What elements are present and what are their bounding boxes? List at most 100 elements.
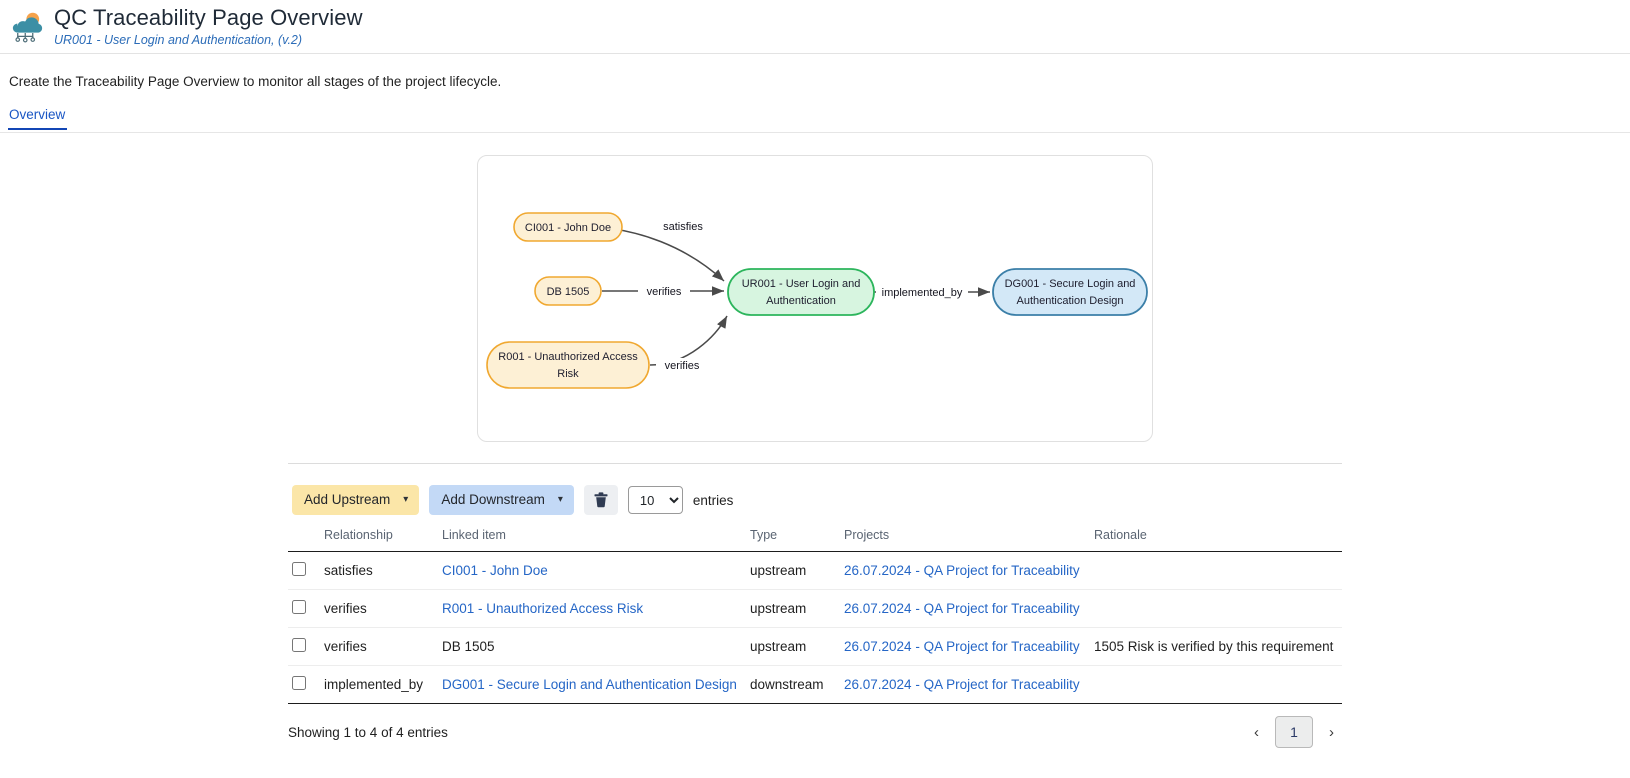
- entries-per-page-select[interactable]: 10 25 50 100: [627, 486, 683, 514]
- edge-r001-ur001: [649, 315, 728, 366]
- diagram-node-db1505[interactable]: DB 1505: [534, 276, 602, 306]
- table-row[interactable]: satisfies CI001 - John Doe upstream 26.0…: [288, 551, 1342, 590]
- diagram-node-ur001-label-line1: UR001 - User Login and: [742, 278, 861, 290]
- cell-project: 26.07.2024 - QA Project for Traceability: [844, 665, 1094, 704]
- linked-item-link[interactable]: CI001 - John Doe: [442, 563, 548, 578]
- linked-item-link[interactable]: R001 - Unauthorized Access Risk: [442, 601, 644, 616]
- diagram-node-dg001-label-line1: DG001 - Secure Login and: [1005, 278, 1136, 290]
- page-description: Create the Traceability Page Overview to…: [9, 74, 502, 89]
- cell-type: upstream: [750, 627, 844, 666]
- traceability-graph-svg[interactable]: satisfies verifies verifies implemented_…: [478, 156, 1154, 443]
- column-header-projects[interactable]: Projects: [844, 524, 1094, 552]
- cell-type: downstream: [750, 665, 844, 704]
- edge-label-bg-satisfies: [655, 219, 711, 234]
- pagination: ‹ 1 ›: [1246, 716, 1342, 748]
- cell-relationship: satisfies: [324, 551, 442, 590]
- edge-label-bg-verifies-db: [638, 284, 690, 299]
- cell-linked-item: CI001 - John Doe: [442, 551, 750, 590]
- diagram-node-r001-label-line2: Risk: [557, 368, 579, 380]
- table-row[interactable]: verifies DB 1505 upstream 26.07.2024 - Q…: [288, 627, 1342, 666]
- trash-icon: [594, 492, 608, 508]
- table-row[interactable]: implemented_by DG001 - Secure Login and …: [288, 665, 1342, 704]
- cell-project: 26.07.2024 - QA Project for Traceability: [844, 551, 1094, 590]
- diagram-node-r001[interactable]: R001 - Unauthorized Access Risk: [486, 341, 650, 389]
- table-toolbar: Add Upstream ▾ Add Downstream ▾ 10 25 50…: [288, 464, 1342, 524]
- project-link[interactable]: 26.07.2024 - QA Project for Traceability: [844, 639, 1080, 654]
- row-select-cell: [288, 627, 324, 666]
- diagram-node-ci001-label: CI001 - John Doe: [525, 222, 611, 234]
- edge-label-verifies-db: verifies: [647, 286, 682, 298]
- pagination-next-button[interactable]: ›: [1321, 721, 1342, 744]
- table-row[interactable]: verifies R001 - Unauthorized Access Risk…: [288, 589, 1342, 628]
- showing-entries-text: Showing 1 to 4 of 4 entries: [288, 724, 448, 740]
- cell-type: upstream: [750, 551, 844, 590]
- row-checkbox[interactable]: [292, 676, 306, 690]
- column-header-select: [288, 524, 324, 552]
- row-select-cell: [288, 551, 324, 590]
- cell-project: 26.07.2024 - QA Project for Traceability: [844, 589, 1094, 628]
- tab-overview[interactable]: Overview: [0, 107, 68, 130]
- cell-rationale: [1094, 589, 1342, 628]
- edge-label-satisfies: satisfies: [663, 221, 703, 233]
- pagination-prev-button[interactable]: ‹: [1246, 721, 1267, 744]
- add-downstream-label: Add Downstream: [441, 492, 545, 507]
- chevron-down-icon: ▾: [403, 494, 409, 505]
- row-select-cell: [288, 665, 324, 704]
- add-downstream-button[interactable]: Add Downstream ▾: [429, 485, 574, 515]
- table-body: satisfies CI001 - John Doe upstream 26.0…: [288, 551, 1342, 704]
- traceability-diagram-card: satisfies verifies verifies implemented_…: [477, 155, 1153, 442]
- table-header: Relationship Linked item Type Projects R…: [288, 524, 1342, 552]
- diagram-node-ur001[interactable]: UR001 - User Login and Authentication: [727, 268, 875, 316]
- edge-label-bg-verifies-r001: [656, 358, 708, 373]
- linked-items-section: Add Upstream ▾ Add Downstream ▾ 10 25 50…: [288, 463, 1342, 748]
- diagram-node-ci001[interactable]: CI001 - John Doe: [513, 212, 623, 242]
- row-checkbox[interactable]: [292, 562, 306, 576]
- diagram-node-r001-label-line1: R001 - Unauthorized Access: [498, 351, 638, 363]
- project-link[interactable]: 26.07.2024 - QA Project for Traceability: [844, 677, 1080, 692]
- edge-label-bg-implemented-by: [876, 285, 968, 300]
- column-header-relationship[interactable]: Relationship: [324, 524, 442, 552]
- row-select-cell: [288, 589, 324, 628]
- column-header-rationale[interactable]: Rationale: [1094, 524, 1342, 552]
- cell-rationale: 1505 Risk is verified by this requiremen…: [1094, 627, 1342, 666]
- entries-label: entries: [692, 492, 734, 508]
- project-link[interactable]: 26.07.2024 - QA Project for Traceability: [844, 601, 1080, 616]
- linked-item-link[interactable]: DG001 - Secure Login and Authentication …: [442, 677, 737, 692]
- cell-linked-item: DB 1505: [442, 627, 750, 666]
- diagram-node-dg001[interactable]: DG001 - Secure Login and Authentication …: [992, 268, 1148, 316]
- section-divider: [288, 463, 1342, 464]
- edge-label-verifies-r001: verifies: [665, 360, 700, 372]
- diagram-node-dg001-label-line2: Authentication Design: [1016, 295, 1123, 307]
- diagram-node-db1505-label: DB 1505: [547, 286, 590, 298]
- column-header-type[interactable]: Type: [750, 524, 844, 552]
- cell-rationale: [1094, 551, 1342, 590]
- cell-rationale: [1094, 665, 1342, 704]
- header-text-group: QC Traceability Page Overview UR001 - Us…: [54, 5, 363, 48]
- row-checkbox[interactable]: [292, 600, 306, 614]
- cell-linked-item: R001 - Unauthorized Access Risk: [442, 589, 750, 628]
- row-checkbox[interactable]: [292, 638, 306, 652]
- page-subtitle: UR001 - User Login and Authentication, (…: [54, 33, 303, 47]
- cell-relationship: implemented_by: [324, 665, 442, 704]
- diagram-node-ur001-label-line2: Authentication: [766, 295, 836, 307]
- cloud-network-icon: [12, 12, 43, 42]
- cell-type: upstream: [750, 589, 844, 628]
- table-footer: Showing 1 to 4 of 4 entries ‹ 1 ›: [288, 704, 1342, 748]
- cell-relationship: verifies: [324, 627, 442, 666]
- tab-bar: Overview: [0, 106, 1630, 133]
- app-header: QC Traceability Page Overview UR001 - Us…: [0, 0, 1630, 54]
- table-header-row: Relationship Linked item Type Projects R…: [288, 524, 1342, 552]
- column-header-linked-item[interactable]: Linked item: [442, 524, 750, 552]
- page-title: QC Traceability Page Overview: [54, 5, 363, 30]
- add-upstream-label: Add Upstream: [304, 492, 391, 507]
- cell-project: 26.07.2024 - QA Project for Traceability: [844, 627, 1094, 666]
- edge-label-group: satisfies verifies verifies implemented_…: [638, 219, 968, 373]
- cell-relationship: verifies: [324, 589, 442, 628]
- edge-label-implemented-by: implemented_by: [882, 287, 963, 299]
- chevron-down-icon: ▾: [557, 494, 563, 505]
- delete-selected-button[interactable]: [583, 485, 618, 515]
- project-link[interactable]: 26.07.2024 - QA Project for Traceability: [844, 563, 1080, 578]
- add-upstream-button[interactable]: Add Upstream ▾: [292, 485, 420, 515]
- cell-linked-item: DG001 - Secure Login and Authentication …: [442, 665, 750, 704]
- pagination-page-1-button[interactable]: 1: [1275, 716, 1313, 748]
